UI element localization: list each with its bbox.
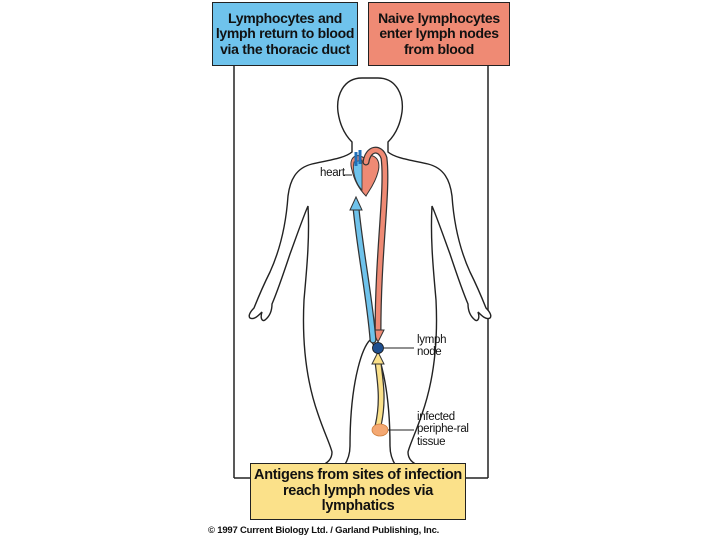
heart-icon <box>350 150 380 197</box>
lymph-node-label: lymph node <box>417 334 447 359</box>
label-leader-lines <box>344 174 414 431</box>
antigen-transport-text: Antigens from sites of infection reach l… <box>254 467 462 515</box>
thoracic-duct-return-text: Lymphocytes and lymph return to blood vi… <box>215 10 355 57</box>
antigen-transport-box: Antigens from sites of infection reach l… <box>250 463 466 520</box>
copyright-notice: © 1997 Current Biology Ltd. / Garland Pu… <box>208 525 440 536</box>
lymph-return-arrow <box>349 195 377 344</box>
thoracic-duct-return-box: Lymphocytes and lymph return to blood vi… <box>212 2 358 66</box>
naive-lymphocytes-text: Naive lymphocytes enter lymph nodes from… <box>378 10 500 57</box>
lymph-node-marker <box>372 342 384 354</box>
infected-tissue-marker <box>371 423 389 437</box>
infected-tissue-label: infected periphe-ral tissue <box>417 411 469 448</box>
antigen-flow-arrow <box>371 350 385 430</box>
blood-flow-arrow <box>362 146 389 344</box>
connector-lines <box>233 66 489 479</box>
naive-lymphocytes-box: Naive lymphocytes enter lymph nodes from… <box>368 2 510 66</box>
heart-label: heart <box>320 167 345 179</box>
human-body-outline <box>248 77 492 467</box>
